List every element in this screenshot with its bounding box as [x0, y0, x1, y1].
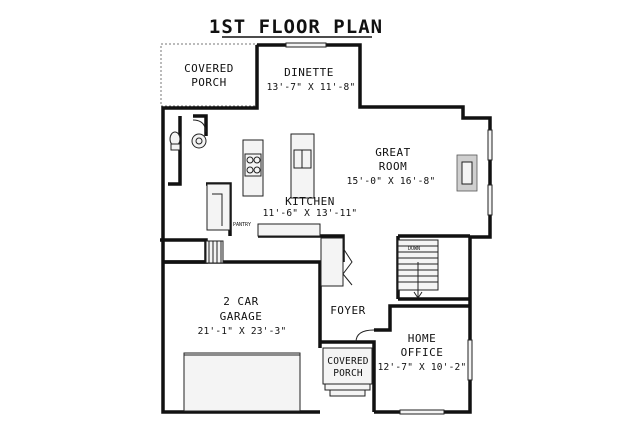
- garage-door: [183, 352, 301, 412]
- stairs-label: DOWN: [408, 246, 420, 252]
- kitchen-label: KITCHEN: [285, 195, 335, 208]
- great-room-dims: 15'-0" X 16'-8": [347, 176, 436, 187]
- counter-run: [257, 223, 321, 237]
- kitchen-fixtures: PANTRY: [206, 133, 321, 237]
- garage-dims: 21'-1" X 23'-3": [198, 326, 287, 337]
- foyer-closet: [320, 237, 353, 287]
- powder-door-swing: [192, 119, 207, 133]
- home-office-label-2: OFFICE: [401, 346, 444, 359]
- pantry-block: [206, 183, 231, 231]
- home-office-label-1: HOME: [408, 332, 437, 345]
- home-office-dims: 12'-7" X 10'-2": [378, 362, 467, 373]
- windows: [285, 42, 493, 415]
- staircase: DOWN: [397, 239, 439, 299]
- pantry-door-swing: [212, 193, 223, 226]
- powder-room-fixtures: [169, 119, 207, 151]
- garage-label-2: GARAGE: [220, 310, 263, 323]
- front-porch-label-1: COVERED: [327, 356, 369, 367]
- pantry-label: PANTRY: [233, 222, 251, 228]
- fireplace: [456, 154, 478, 192]
- dinette-dims: 13'-7" X 11'-8": [267, 82, 356, 93]
- front-porch: [322, 347, 373, 397]
- back-porch-label-1: COVERED: [184, 62, 234, 75]
- front-porch-label-2: PORCH: [333, 368, 363, 379]
- back-porch-outline: [160, 43, 258, 107]
- kitchen-dims: 11'-6" X 13'-11": [263, 208, 358, 219]
- back-porch-label-2: PORCH: [191, 76, 227, 89]
- sink: [191, 133, 207, 149]
- foyer-label: FOYER: [330, 304, 366, 317]
- exterior-walls: [161, 43, 492, 414]
- plan-title: 1ST FLOOR PLAN: [209, 16, 383, 38]
- great-room-label-1: GREAT: [375, 146, 411, 159]
- garage-label-1: 2 CAR: [223, 295, 259, 308]
- garage-steps: [205, 240, 224, 264]
- entry-door-swing: [355, 329, 375, 343]
- great-room-label-2: ROOM: [379, 160, 408, 173]
- dinette-label: DINETTE: [284, 66, 334, 79]
